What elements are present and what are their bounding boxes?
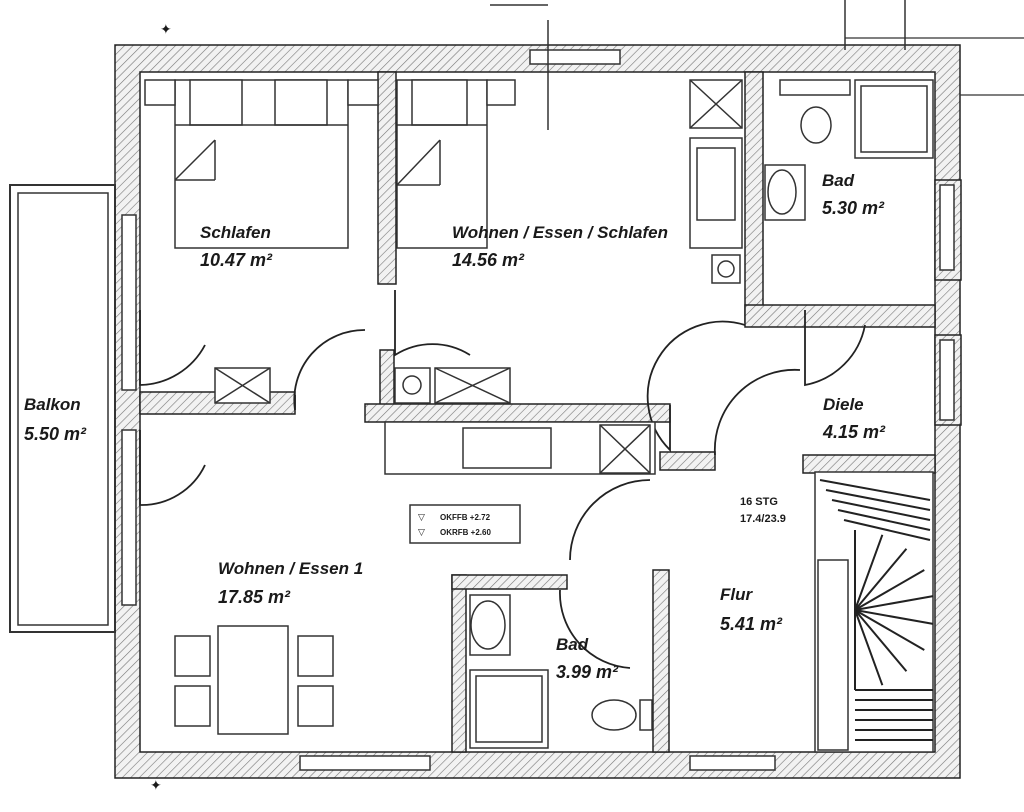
stair-tread (854, 609, 934, 625)
windows (121, 49, 955, 771)
level-marker: OKFFB +2.72 OKRFB +2.60 ▽ ▽ (409, 504, 521, 544)
room-name-balkon: Balkon (24, 395, 81, 414)
room-area-diele: 4.15 m² (822, 422, 886, 442)
room-name-bad-bottom: Bad (556, 635, 589, 654)
bathroom-bottom-fixtures (469, 594, 653, 749)
dining-table (174, 625, 334, 735)
room-area-wohnen-essen-schlafen: 14.56 m² (452, 250, 525, 270)
kitchen-counter (214, 367, 656, 475)
stair-tread (831, 499, 931, 521)
stair-tread (854, 548, 908, 611)
kitchenette-top (547, 20, 743, 284)
level-marker-line1: OKFFB +2.72 (440, 513, 491, 522)
room-name-bad-top: Bad (822, 171, 855, 190)
bathroom-top-fixtures (764, 79, 934, 221)
room-area-bad-top: 5.30 m² (822, 198, 885, 218)
stair-handrail (817, 559, 849, 751)
room-name-wohnen-essen-schlafen: Wohnen / Essen / Schlafen (452, 223, 668, 242)
stair-tread (854, 609, 925, 651)
room-area-schlafen: 10.47 m² (200, 250, 273, 270)
room-name-flur: Flur (720, 585, 753, 604)
stair-tread (854, 609, 884, 686)
stair-tread (819, 479, 931, 501)
room-labels: Schlafen 10.47 m² Wohnen / Essen / Schla… (24, 171, 886, 682)
stair-tread (854, 569, 925, 611)
stair-tread (837, 509, 931, 531)
room-area-bad-bottom: 3.99 m² (556, 662, 619, 682)
level-arrow-icon-2: ▽ (418, 527, 425, 537)
stair-tread (843, 519, 931, 541)
room-name-wohnen-essen-1: Wohnen / Essen 1 (218, 559, 363, 578)
room-area-flur: 5.41 m² (720, 614, 783, 634)
level-marker-line2: OKRFB +2.60 (440, 528, 491, 537)
stair-tread (854, 609, 908, 672)
room-area-balkon: 5.50 m² (24, 424, 87, 444)
room-name-diele: Diele (823, 395, 864, 414)
room-name-schlafen: Schlafen (200, 223, 271, 242)
staircase (814, 471, 934, 753)
stair-tread (854, 534, 884, 611)
level-arrow-icon: ▽ (418, 512, 425, 522)
balcony (9, 184, 116, 633)
bed-wohnen-schlafen (396, 79, 516, 249)
stairs-ratio: 17.4/23.9 (740, 513, 786, 525)
axis-marker-icon: ✦ (160, 21, 172, 37)
stair-tread (825, 489, 931, 511)
exterior-lines: ✦ ✦ (150, 0, 1024, 793)
stair-tread (854, 595, 934, 611)
axis-marker-icon-bottom: ✦ (150, 777, 162, 793)
stairs-steps: 16 STG (740, 496, 778, 508)
doors (139, 290, 866, 669)
bed-schlafen (144, 79, 379, 249)
room-area-wohnen-essen-1: 17.85 m² (218, 587, 291, 607)
